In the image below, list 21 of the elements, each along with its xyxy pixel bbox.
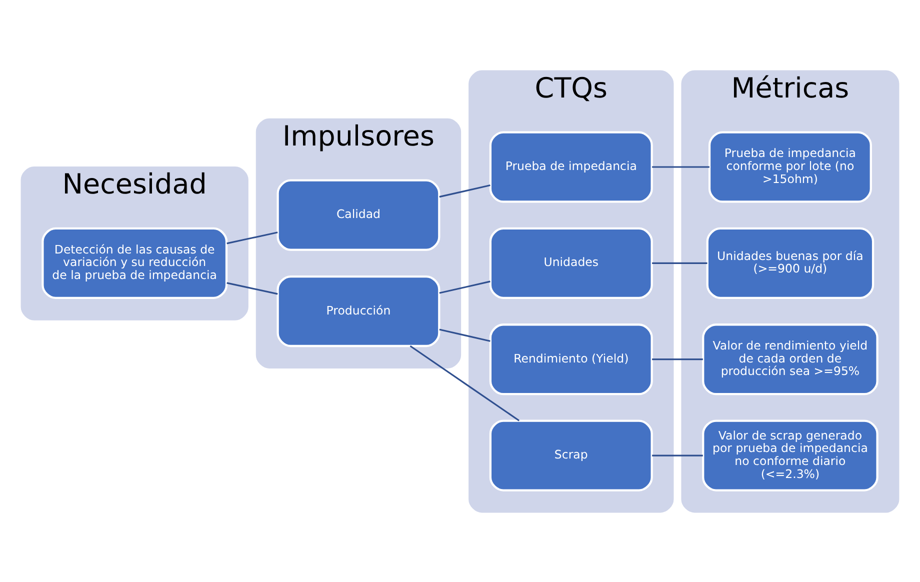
connector: [652, 454, 703, 456]
connector: [439, 280, 490, 294]
node-box: Producción: [276, 274, 440, 347]
node-box: Prueba de impedancia conforme por lote (no >15ohm): [708, 130, 872, 202]
node-box: Calidad: [276, 178, 440, 250]
connector: [652, 358, 703, 360]
node-box: Unidades buenas por día (>=900 u/d): [706, 226, 874, 298]
node-box: Unidades: [489, 226, 653, 298]
node-box: Scrap: [489, 419, 653, 491]
node-box: Prueba de impedancia: [489, 130, 653, 202]
node-box: Detección de las causas de variación y su reducción de la prueba de impedancia: [42, 226, 228, 298]
node-box: Rendimiento (Yield): [489, 323, 653, 395]
node-box: Valor de rendimiento yield de cada orden de producción sea >=95%: [702, 323, 878, 395]
connector: [410, 344, 520, 421]
connector: [652, 262, 708, 264]
connector: [439, 184, 490, 198]
connector: [439, 328, 490, 342]
connector: [652, 166, 710, 168]
connector: [226, 231, 278, 244]
connector: [226, 282, 278, 294]
node-box: Valor de scrap generado por prueba de impedancia no conforme diario (<=2.3%): [702, 419, 878, 491]
